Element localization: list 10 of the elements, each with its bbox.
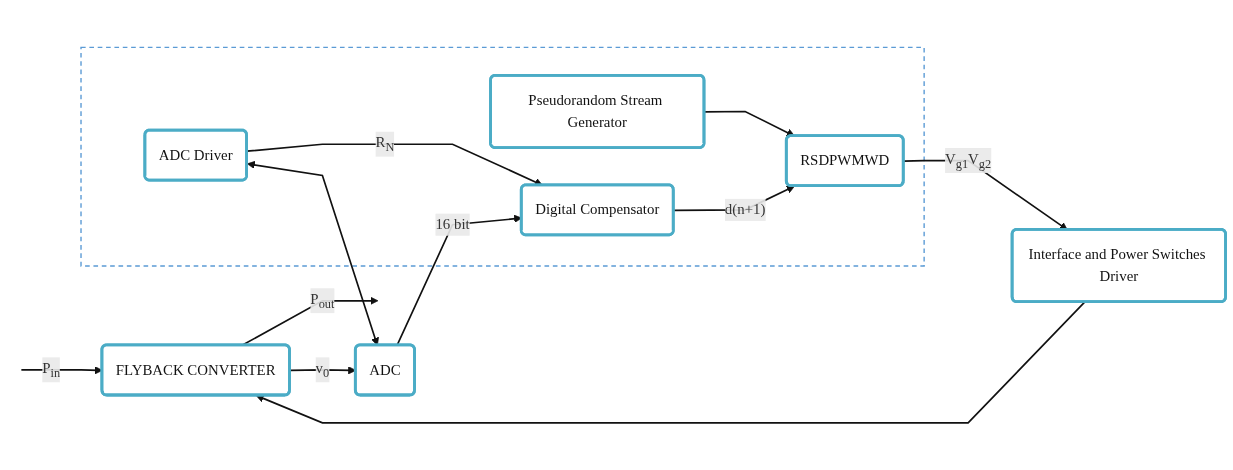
arrow bbox=[255, 301, 1086, 424]
edge-label: P$_{out}$ bbox=[310, 290, 335, 311]
edge-label: d(n+1) bbox=[724, 201, 766, 218]
edge-label: V$_{g1}$V$_{g2}$ bbox=[945, 150, 992, 171]
edge-label: v$_{0}$ bbox=[315, 359, 330, 380]
edge-label: P$_{in}$ bbox=[42, 359, 61, 380]
edge-label: 16 bit bbox=[435, 216, 470, 232]
cluster bbox=[80, 46, 925, 267]
edge-label: R$_{N}$ bbox=[375, 134, 395, 154]
arrow bbox=[703, 110, 795, 137]
